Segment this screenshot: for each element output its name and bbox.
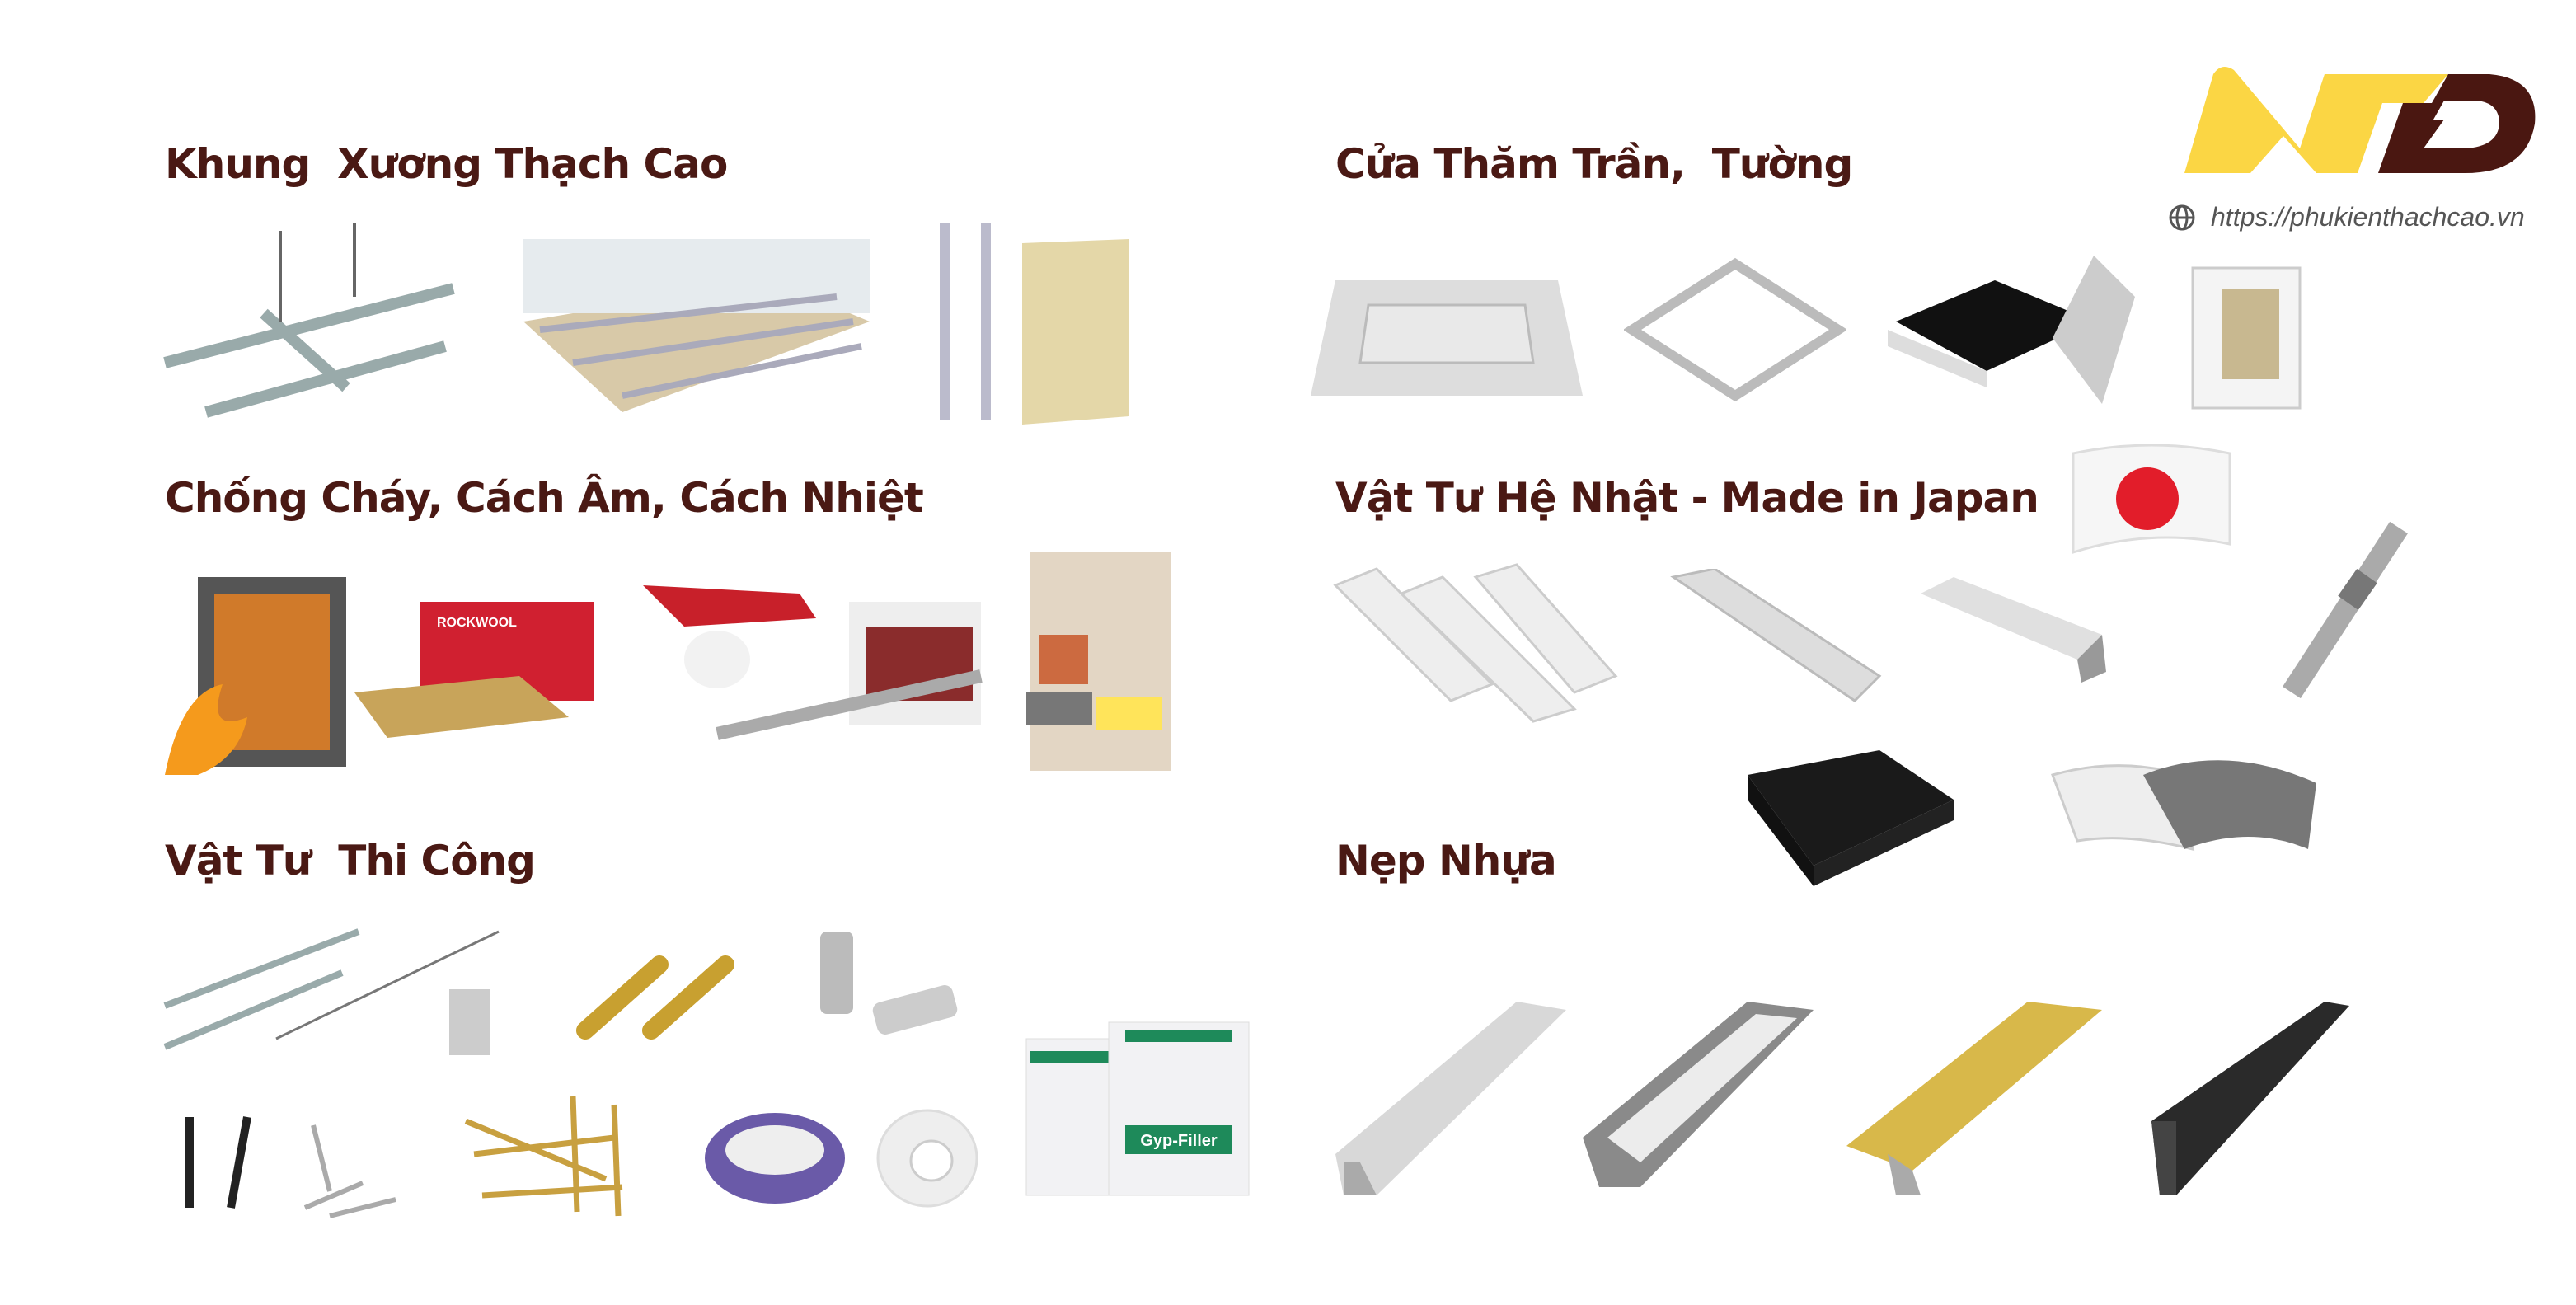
nails-image [457,1088,647,1220]
japan-flag-icon [2061,437,2242,561]
drop-in-anchor-image [808,923,964,1039]
section-title-khung-xuong: Khung Xương Thạch Cao [165,140,728,188]
trim-gold-image [1838,998,2110,1204]
threaded-rod-hanger-image [161,915,507,1063]
joint-tape-roll-image [701,1105,849,1212]
ceiling-grid-image [157,223,470,429]
expansion-bolt-image [569,932,750,1047]
trim-chrome-image [1574,998,1822,1204]
website-url: https://phukienthachcao.vn [2211,202,2525,232]
japan-profile-image [1327,561,1624,725]
screws-image [165,1101,412,1224]
corner-bead-image [1665,569,1888,709]
fire-sealant-board-image [1022,552,1171,775]
gyp-filler-bags-image: Gyp-Filler [1010,1014,1257,1204]
trim-black-image [2143,998,2358,1204]
mesh-tape-roll-image [874,1105,981,1212]
section-title-vat-tu-thi-cong: Vật Tư Thi Công [165,837,536,885]
access-door-open-image [1888,247,2143,412]
ntd-logo [2160,58,2539,181]
wall-frame-image [923,218,1138,433]
section-title-nep-nhua: Nẹp Nhựa [1335,837,1557,885]
access-frame-image [1624,256,1846,412]
section-title-cua-tham: Cửa Thăm Trần, Tường [1335,140,1853,188]
wall-access-panel-image [2184,264,2308,412]
trim-silver-image [1327,998,1574,1204]
gyp-filler-label: Gyp-Filler [1140,1132,1218,1150]
section-title-vat-tu-he-nhat: Vật Tư Hệ Nhật - Made in Japan [1335,474,2039,522]
rubber-roll-image [2044,742,2325,857]
globe-icon [2169,204,2195,230]
website-link[interactable]: https://phukienthachcao.vn [2168,202,2525,232]
rockwool-insulation-image: ROCKWOOL [354,594,602,742]
section-title-chong-chay: Chống Cháy, Cách Âm, Cách Nhiệt [165,474,924,522]
fire-duct-image [148,569,363,783]
ceiling-frame-image [523,223,870,429]
access-panel-image [1311,272,1583,404]
square-tube-image [1912,577,2110,684]
plastic-pallet-image [1723,742,1962,890]
rockwool-label: ROCKWOOL [437,616,517,630]
anchor-bolt-image [2259,511,2424,709]
sealant-gun-image [635,569,989,742]
